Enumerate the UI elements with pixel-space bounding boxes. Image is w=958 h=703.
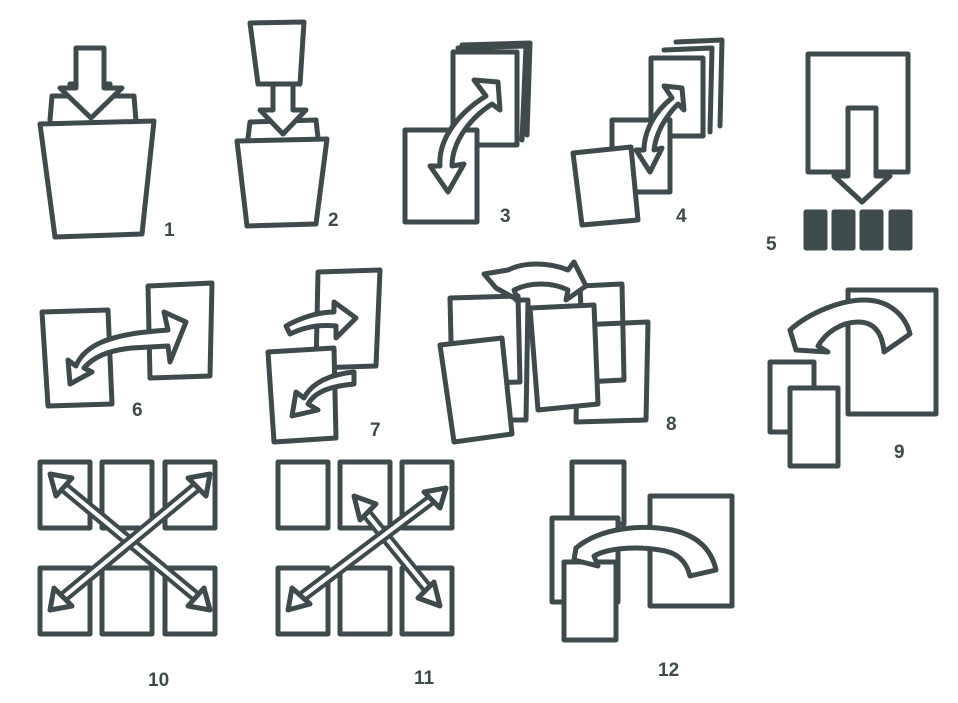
panel-label-2: 2 [328, 210, 339, 231]
panel-label-11: 11 [414, 668, 435, 689]
panel-label-4: 4 [676, 206, 687, 227]
panel-4-icon [570, 37, 725, 228]
panel-8-icon [437, 259, 651, 445]
panel-6-icon [39, 280, 215, 409]
panel-1-icon [37, 45, 157, 240]
panel-10-icon [37, 459, 218, 637]
panel-label-5: 5 [766, 234, 777, 255]
panel-label-6: 6 [132, 400, 143, 421]
panel-label-7: 7 [370, 420, 381, 441]
panel-7-icon [265, 267, 383, 445]
panel-2-icon [234, 19, 330, 229]
panel-9-icon [767, 287, 939, 469]
panel-label-9: 9 [894, 442, 905, 463]
panel-12-icon [549, 459, 735, 643]
panel-3-icon [402, 40, 533, 225]
panel-label-10: 10 [148, 670, 169, 691]
panel-label-12: 12 [658, 660, 679, 681]
panel-label-3: 3 [500, 206, 511, 227]
panel-label-8: 8 [666, 414, 677, 435]
panel-5-icon [803, 51, 913, 251]
panel-label-1: 1 [164, 220, 175, 241]
panel-11-icon [275, 459, 455, 637]
